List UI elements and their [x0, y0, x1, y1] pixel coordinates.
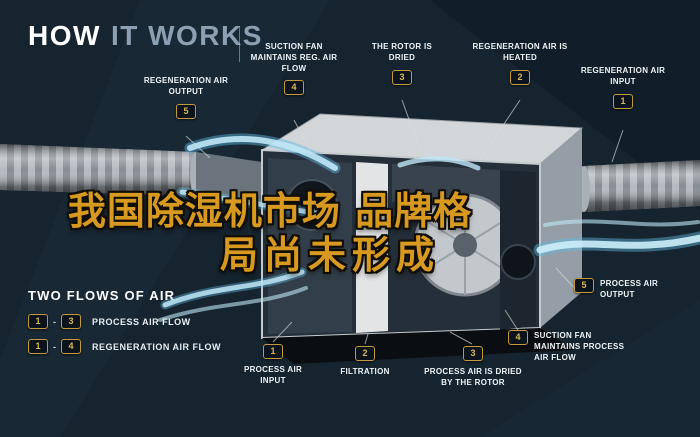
step-badge-1: 1: [613, 93, 633, 109]
step-badge-4: 4: [284, 80, 304, 96]
dehumidifier-unit: [260, 113, 584, 364]
legend-badge-from: 1: [28, 339, 48, 354]
overlay-headline-line2: 局尚未形成: [219, 233, 440, 277]
airflow-swooshes: [158, 133, 700, 322]
callout-process-air-dried: 3 PROCESS AIR IS DRIED BY THE ROTOR: [418, 346, 528, 389]
callout-process-air-output: 5 PROCESS AIR OUTPUT: [574, 278, 674, 301]
legend-label: PROCESS AIR FLOW: [92, 316, 191, 327]
legend-heading: TWO FLOWS OF AIR: [28, 288, 176, 303]
legend-separator: -: [53, 316, 56, 327]
callout-label: THE ROTOR IS DRIED: [371, 42, 433, 62]
step-badge-5: 5: [176, 103, 196, 119]
leader-lines: [185, 99, 624, 345]
legend-badge-to: 3: [61, 314, 81, 329]
left-duct: [0, 144, 262, 206]
legend-badge-from: 1: [28, 314, 48, 329]
callout-regeneration-air-output: REGENERATION AIR OUTPUT 5: [136, 76, 236, 119]
legend-row-regeneration: 1 - 4 REGENERATION AIR FLOW: [28, 339, 221, 354]
legend-label: REGENERATION AIR FLOW: [92, 341, 221, 352]
callout-label: REGENERATION AIR INPUT: [580, 66, 666, 86]
step-badge-3: 3: [392, 69, 412, 85]
legend-row-process: 1 - 3 PROCESS AIR FLOW: [28, 314, 221, 329]
callout-label: PROCESS AIR IS DRIED BY THE ROTOR: [424, 367, 522, 387]
overlay-headline-line1: 我国除湿机市场 品牌格: [67, 189, 473, 233]
callout-label: REGENERATION AIR IS HEATED: [472, 42, 568, 62]
suction-fan-process-part: [500, 244, 536, 280]
step-badge-3: 3: [463, 346, 483, 361]
callout-reg-air-heated: REGENERATION AIR IS HEATED 2: [468, 42, 572, 85]
page-title: HOW IT WORKS: [28, 20, 263, 52]
legend-separator: -: [53, 341, 56, 352]
callout-rotor-dried: THE ROTOR IS DRIED 3: [360, 42, 444, 85]
callout-label: REGENERATION AIR OUTPUT: [143, 76, 229, 96]
callout-label: FILTRATION: [340, 367, 390, 376]
callout-suction-fan-reg: SUCTION FAN MAINTAINS REG. AIR FLOW 4: [246, 42, 342, 96]
callout-label: PROCESS AIR INPUT: [243, 365, 303, 385]
callout-label: SUCTION FAN MAINTAINS REG. AIR FLOW: [250, 42, 338, 73]
callout-process-air-input: 1 PROCESS AIR INPUT: [236, 344, 310, 387]
step-badge-2: 2: [510, 69, 530, 85]
callout-reg-air-input: REGENERATION AIR INPUT 1: [576, 66, 670, 109]
callout-label: SUCTION FAN MAINTAINS PROCESS AIR FLOW: [534, 331, 625, 362]
step-badge-5: 5: [574, 278, 594, 293]
callout-filtration: 2 FILTRATION: [328, 346, 402, 378]
title-divider: [239, 26, 240, 62]
step-badge-1: 1: [263, 344, 283, 359]
step-badge-4: 4: [508, 330, 528, 345]
step-badge-2: 2: [355, 346, 375, 361]
callout-suction-fan-process: 4 SUCTION FAN MAINTAINS PROCESS AIR FLOW: [508, 330, 630, 363]
title-primary: HOW: [28, 20, 101, 51]
title-secondary: IT WORKS: [110, 20, 263, 51]
legend-two-flows: TWO FLOWS OF AIR 1 - 3 PROCESS AIR FLOW …: [28, 288, 221, 364]
legend-badge-to: 4: [61, 339, 81, 354]
callout-label: PROCESS AIR OUTPUT: [600, 279, 659, 299]
